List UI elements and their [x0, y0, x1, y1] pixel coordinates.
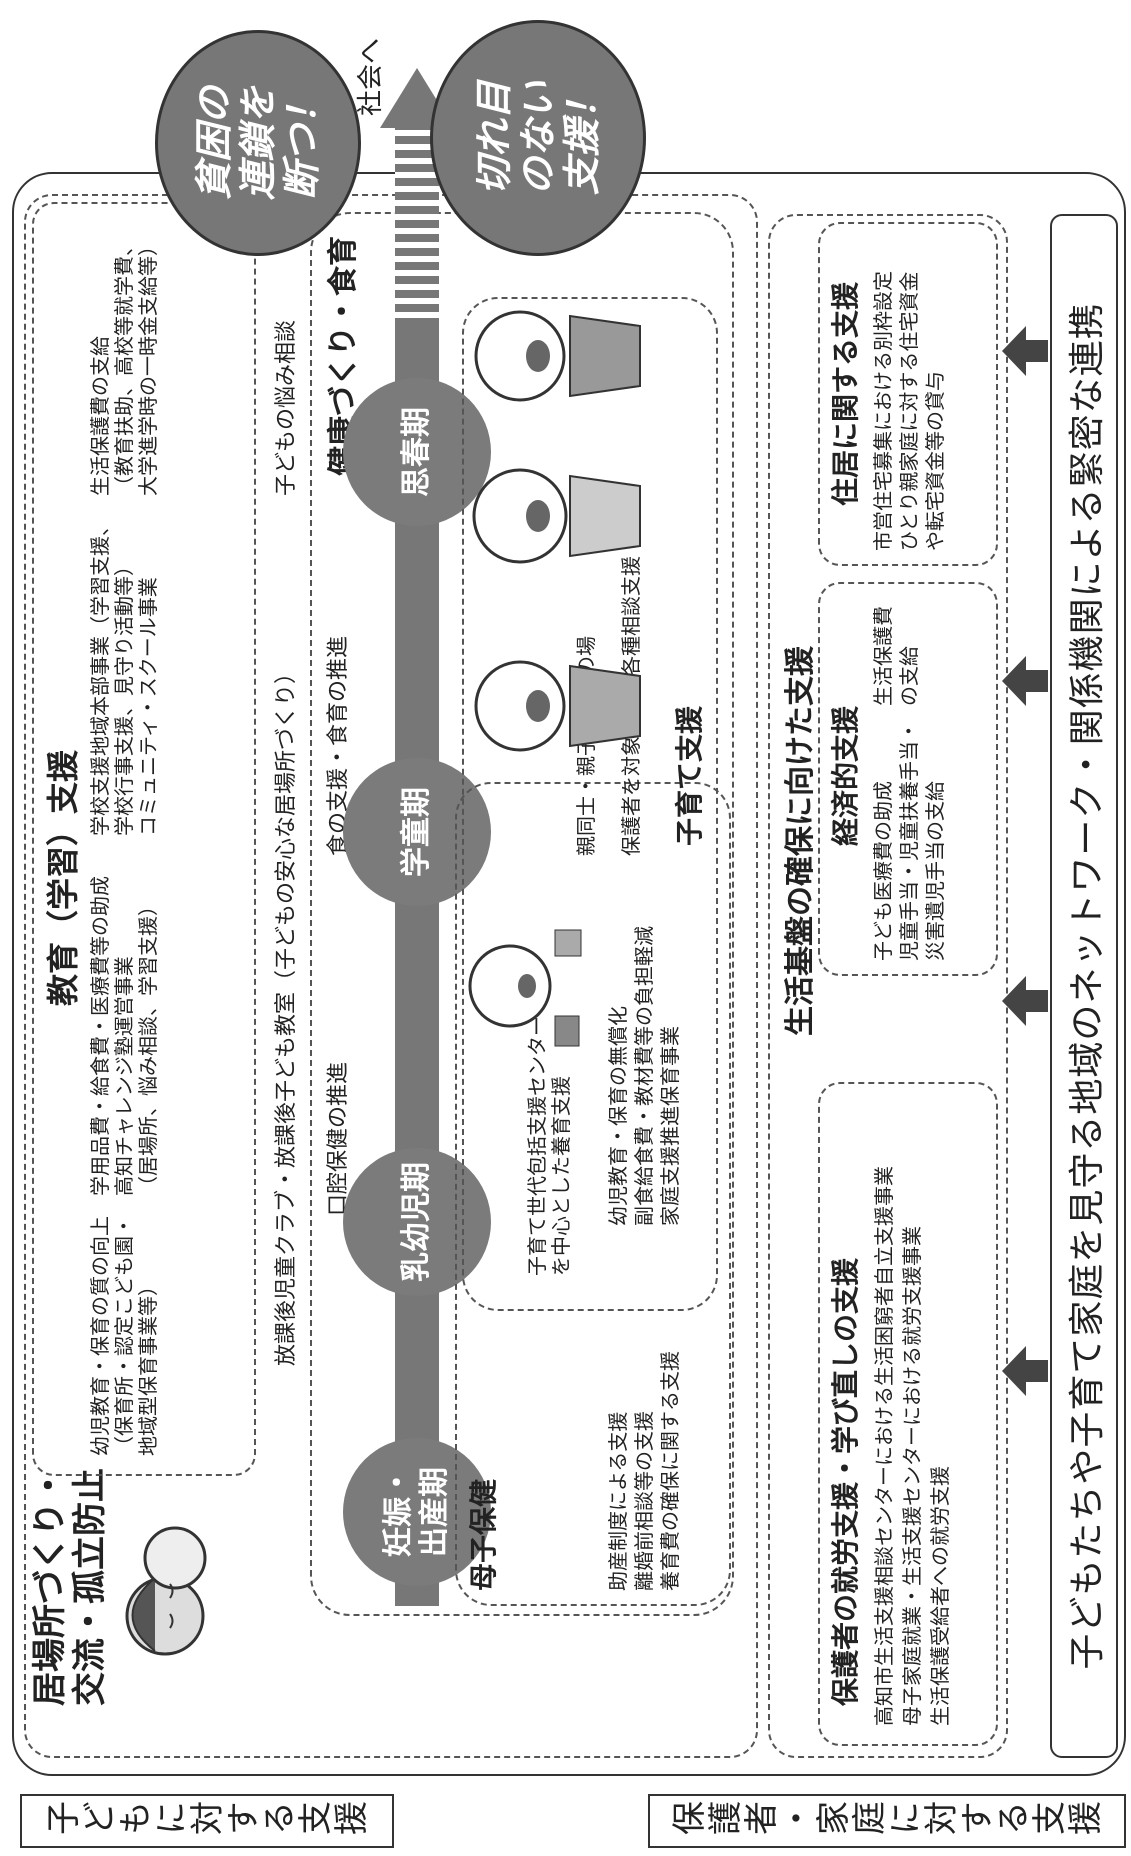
link-arrow: [1002, 656, 1048, 706]
link-arrow: [1002, 976, 1048, 1026]
employment-items: 高知市生活支援相談センターにおける生活困窮者自立支援事業 母子家庭就業・生活支援…: [872, 1166, 952, 1726]
childcare-heading: 子育て支援: [673, 705, 706, 846]
education-heading: 教育（学習）支援: [44, 749, 82, 1006]
children-support-label: 子どもに対する支援: [20, 1794, 394, 1848]
kids-illustration: [472, 310, 641, 752]
link-arrow: [1002, 326, 1048, 376]
oral-health-text: 口腔保健の推進: [326, 1061, 351, 1216]
education-col4: 生活保護費の支給 （教育扶助、高校等就学費、 大学進学時の一時金支給等）: [88, 236, 160, 496]
guardians-support-label: 保護者・家庭に対する支援: [648, 1794, 1126, 1848]
ibasho-title: 居場所づくり・ 交流・孤立防止: [30, 1468, 110, 1706]
economic-heading: 経済的支援: [829, 705, 862, 846]
ibasho-block: 居場所づくり・ 交流・孤立防止: [30, 1466, 220, 1706]
public-assistance-items: 生活保護費 の支給: [871, 606, 921, 706]
education-col2: 学用品費・給食費・医療費等の助成 高知チャレンジ塾運営事業 （居場所、悩み相談、…: [88, 876, 160, 1196]
society-label: 社会へ: [356, 37, 386, 116]
afterschool-text: 放課後児童クラブ・放課後子ども教室（子どもの安心な居場所づくり）: [274, 661, 299, 1366]
livelihood-heading: 生活基盤の確保に向けた支援: [783, 646, 818, 1036]
slogan-break-chain: 貧困の 連鎖を 断つ！: [155, 30, 361, 256]
maternal-health-items: 助産制度による支援 離婚前相談等の支援 養育費の確保に関する支援: [606, 1351, 682, 1591]
mother-child-illustration: [125, 1526, 207, 1656]
education-col1: 幼児教育・保育の質の向上 （保育所・認定こども園・ 地域型保育事業等）: [88, 1216, 160, 1456]
education-col3: 学校支援地域本部事業（学習支援、 学校行事支援、見守り活動等） コミュニティ・ス…: [88, 516, 160, 836]
child-consultation-text: 子どもの悩み相談: [274, 319, 299, 496]
housing-items: 市営住宅募集における別枠設定 ひとり親家庭に対する住宅資金 や転宅資金等の貸与: [871, 271, 947, 551]
early-education-text: 幼児教育・保育の無償化 副食給食費・教材費等の負担軽減 家庭支援推進保育事業: [606, 926, 682, 1226]
network-banner: 子どもたちや子育て家庭を見守る地域のネットワーク・関係機関による緊密な連携: [1050, 214, 1118, 1758]
network-text: 子どもたちや子育て家庭を見守る地域のネットワーク・関係機関による緊密な連携: [1067, 302, 1108, 1670]
toddler-illustration: [468, 929, 582, 1047]
employment-heading: 保護者の就労支援・学び直しの支援: [829, 1257, 862, 1706]
link-arrow: [1002, 1346, 1048, 1396]
housing-heading: 住居に関する支援: [829, 281, 862, 506]
economic-items: 子ども医療費の助成 児童手当・児童扶養手当・ 災害遺児手当の支給: [871, 721, 947, 961]
slogan-seamless: 切れ目 のない 支援！: [430, 20, 646, 256]
maternal-health-heading: 母子保健: [467, 1478, 500, 1591]
